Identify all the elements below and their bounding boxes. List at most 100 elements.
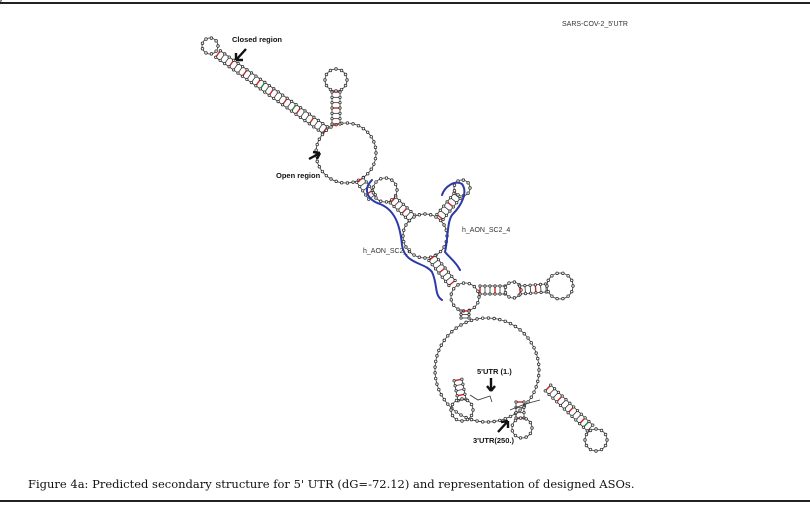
nucleotide xyxy=(223,61,227,66)
nucleotide xyxy=(503,285,508,289)
nucleotide xyxy=(249,80,253,85)
nucleotide xyxy=(430,263,434,267)
nucleotide xyxy=(503,416,507,421)
nucleotide xyxy=(433,267,438,271)
nucleotide xyxy=(435,354,439,358)
nucleotide xyxy=(307,112,312,116)
nucleotide xyxy=(514,411,518,415)
nucleotide xyxy=(529,341,533,345)
nucleotide xyxy=(393,182,398,187)
nucleotide xyxy=(316,118,320,123)
nucleotide xyxy=(449,292,454,296)
nucleotide xyxy=(469,402,474,407)
nucleotide xyxy=(338,111,342,115)
nucleotide xyxy=(267,83,271,88)
nucleotide xyxy=(373,156,378,161)
nucleotide xyxy=(330,111,334,115)
nucleotide xyxy=(543,389,547,393)
nucleotide xyxy=(227,55,231,59)
nucleotide xyxy=(452,183,457,187)
nucleotide xyxy=(583,438,587,442)
nucleotide xyxy=(483,284,487,288)
nucleotide xyxy=(534,291,538,295)
nucleotide xyxy=(379,177,383,181)
nucleotide xyxy=(364,180,368,184)
nucleotide xyxy=(561,296,565,301)
nucleotide xyxy=(605,438,609,442)
nucleotide xyxy=(568,401,572,405)
nucleotide xyxy=(584,443,589,448)
nucleotide xyxy=(404,245,408,249)
nucleotide xyxy=(263,90,267,94)
nucleotide xyxy=(209,52,214,56)
label-h-aon-sc2-2: h_AON_SC2_2 xyxy=(363,248,412,255)
nucleotide xyxy=(280,103,285,107)
nucleotide xyxy=(468,186,472,190)
nucleotide xyxy=(254,84,258,88)
nucleotide xyxy=(493,292,497,296)
nucleotide xyxy=(0,0,2,2)
nucleotide xyxy=(340,180,344,185)
nucleotide xyxy=(330,122,334,126)
nucleotide xyxy=(528,283,532,287)
nucleotide xyxy=(538,282,543,287)
nucleotide xyxy=(566,274,570,278)
nucleotide xyxy=(441,217,445,222)
nucleotide xyxy=(227,65,231,69)
label-closed-region: Closed region xyxy=(232,35,283,44)
nucleotide xyxy=(498,284,502,288)
nucleotide xyxy=(312,125,316,129)
figure-caption: Figure 4a: Predicted secondary structure… xyxy=(28,477,635,491)
nucleotide xyxy=(588,447,593,452)
nucleotide xyxy=(467,281,472,286)
nucleotide xyxy=(572,405,576,409)
nucleotide xyxy=(471,408,475,412)
nucleotide xyxy=(510,423,515,427)
nucleotide xyxy=(570,278,574,283)
label-5utr-start: 5'UTR (1.) xyxy=(477,367,512,376)
label-h-aon-sc2-4: h_AON_SC2_4 xyxy=(462,227,511,234)
nucleotide xyxy=(440,262,444,266)
nucleotide xyxy=(587,419,591,424)
nucleotide xyxy=(356,124,361,128)
nucleotide xyxy=(465,398,470,403)
nucleotide xyxy=(223,52,227,56)
nucleotide xyxy=(298,115,302,120)
nucleotide xyxy=(450,413,455,418)
nucleotide xyxy=(330,101,334,105)
nucleotide xyxy=(316,128,320,132)
label-3utr-end: 3'UTR(250.) xyxy=(473,436,514,445)
nucleotide xyxy=(460,419,464,423)
nucleotide xyxy=(456,307,460,311)
nucleotide xyxy=(507,295,511,299)
nucleotide xyxy=(498,418,502,423)
nucleotide xyxy=(508,414,513,419)
nucleotide xyxy=(272,87,276,91)
nucleotide xyxy=(555,271,559,276)
nucleotide xyxy=(510,429,515,433)
nucleotide xyxy=(453,278,457,283)
nucleotide xyxy=(550,294,554,298)
nucleotide xyxy=(603,443,608,448)
nucleotide xyxy=(459,309,463,313)
five-prime-tail xyxy=(469,394,493,403)
nucleotide xyxy=(536,374,541,378)
nucleotide xyxy=(290,99,294,104)
nucleotide xyxy=(317,137,322,141)
nucleotide xyxy=(401,202,405,206)
nucleotide xyxy=(459,323,463,327)
nucleotide xyxy=(324,173,329,178)
nucleotide xyxy=(361,176,365,180)
nucleotide xyxy=(449,408,453,412)
nucleotide xyxy=(267,93,271,97)
bottom-rule xyxy=(0,500,810,502)
nucleotide xyxy=(561,271,565,276)
nucleotide xyxy=(404,223,408,227)
nucleotide xyxy=(562,407,566,411)
nucleotide xyxy=(529,395,533,399)
arrow-3utr xyxy=(497,419,510,433)
nucleotide xyxy=(453,384,457,388)
nucleotide xyxy=(254,74,258,78)
nucleotide xyxy=(526,336,530,340)
nucleotide xyxy=(552,387,557,391)
